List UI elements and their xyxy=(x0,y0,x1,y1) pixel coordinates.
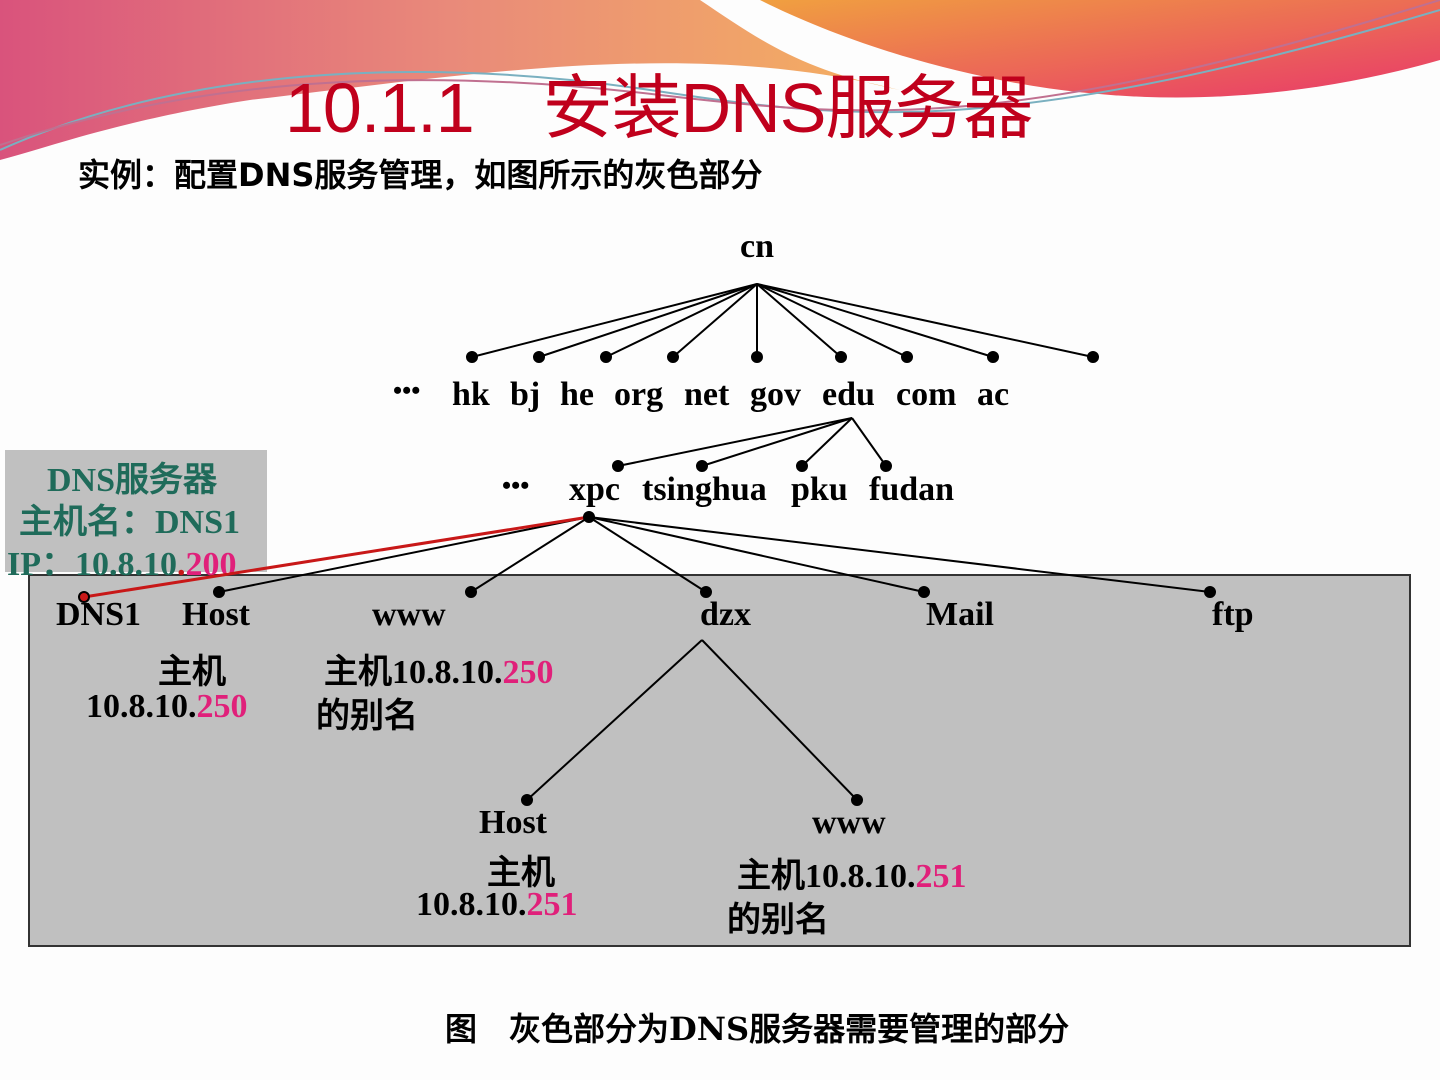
node-dot xyxy=(901,351,913,363)
callout-ip-prefix: IP：10.8.10 xyxy=(7,546,177,583)
tree-edge xyxy=(617,417,853,467)
tree-edge xyxy=(801,417,853,467)
callout-ip-dot: . xyxy=(177,546,186,583)
tree-edge xyxy=(470,516,590,593)
node-dzx-host: Host xyxy=(479,804,547,841)
node-dot xyxy=(918,586,930,598)
host-desc-label: 主机 xyxy=(158,652,226,692)
dns-server-callout: DNS服务器 主机名：DNS1 IP：10.8.10.200 xyxy=(5,450,267,583)
tree-edge xyxy=(588,516,1211,593)
node-dot xyxy=(213,586,225,598)
tree-edge xyxy=(756,283,1094,358)
alias-suffix: 251 xyxy=(915,858,967,895)
node-cn: cn xyxy=(740,228,774,265)
tree-edge xyxy=(605,283,758,358)
www2-desc-line2: 的别名 xyxy=(727,902,829,939)
node-dot xyxy=(880,460,892,472)
slide-title: 10.1.1 安装DNS服务器 xyxy=(285,69,1033,147)
slide-header-decoration xyxy=(0,0,1440,160)
tree-edge xyxy=(701,417,853,467)
node-fudan: fudan xyxy=(869,471,955,508)
ip-suffix: 251 xyxy=(526,886,578,923)
tree-edge xyxy=(672,283,758,358)
tree-edge xyxy=(218,516,590,593)
node-ac: ac xyxy=(977,376,1010,413)
node-dzx: dzx xyxy=(700,596,751,633)
slide-subtitle: 实例：配置DNS服务管理，如图所示的灰色部分 xyxy=(78,156,763,194)
managed-zone-area xyxy=(28,574,1411,947)
node-dot xyxy=(1204,586,1216,598)
www-desc: 主机10.8.10.250 xyxy=(324,644,554,693)
dns-link-edge xyxy=(83,515,590,599)
callout-line1: DNS服务器 xyxy=(47,462,218,499)
node-dot xyxy=(751,351,763,363)
node-mail: Mail xyxy=(926,596,994,633)
node-edu: edu xyxy=(822,376,875,413)
alias-prefix: 主机10.8.10. xyxy=(737,858,916,895)
ellipsis-level1: ••• xyxy=(393,376,421,405)
tree-edge xyxy=(851,417,887,467)
node-org: org xyxy=(614,376,664,413)
tree-edge xyxy=(588,516,925,593)
node-host: Host xyxy=(182,596,250,633)
node-dzx-www: www xyxy=(812,804,886,841)
node-dot xyxy=(533,351,545,363)
tree-edge xyxy=(756,283,842,358)
node-dot xyxy=(851,794,863,806)
node-dot xyxy=(987,351,999,363)
node-dot xyxy=(1087,351,1099,363)
www2-desc: 主机10.8.10.251 xyxy=(737,848,967,897)
node-bj: bj xyxy=(510,376,541,413)
node-xpc: xpc xyxy=(569,471,620,508)
xpc-dot xyxy=(583,511,595,523)
node-dns1: DNS1 xyxy=(56,596,142,633)
callout-ip: IP：10.8.10.200 xyxy=(7,536,237,585)
ip-suffix: 250 xyxy=(196,688,248,725)
node-tsinghua: tsinghua xyxy=(642,471,767,508)
node-dot xyxy=(700,586,712,598)
alias-prefix: 主机10.8.10. xyxy=(324,654,503,691)
node-www: www xyxy=(372,596,446,633)
node-dot xyxy=(466,351,478,363)
callout-line2: 主机名：DNS1 xyxy=(19,504,241,541)
tree-edge xyxy=(526,639,703,801)
node-net: net xyxy=(684,376,730,413)
tree-edge xyxy=(756,283,908,358)
node-com: com xyxy=(896,376,957,413)
figure-caption: 图 灰色部分为DNS服务器需要管理的部分 xyxy=(445,1010,1070,1048)
tree-edge xyxy=(538,283,758,358)
ellipsis-level2: ••• xyxy=(502,471,530,500)
ip-prefix: 10.8.10. xyxy=(416,886,527,923)
tree-edge xyxy=(471,283,758,358)
www-desc-line2: 的别名 xyxy=(316,698,418,735)
node-dot xyxy=(465,586,477,598)
node-gov: gov xyxy=(750,376,801,413)
node-he: he xyxy=(560,376,594,413)
node-dot xyxy=(835,351,847,363)
tree-edge xyxy=(588,516,707,593)
node-dot xyxy=(667,351,679,363)
tree-edge xyxy=(756,283,994,358)
dns1-dot xyxy=(78,591,90,603)
node-pku: pku xyxy=(791,471,848,508)
node-dot xyxy=(612,460,624,472)
node-dot xyxy=(696,460,708,472)
host-desc-ip: 10.8.10.250 xyxy=(86,688,248,726)
node-dot xyxy=(521,794,533,806)
node-hk: hk xyxy=(452,376,490,413)
tree-edge xyxy=(701,639,858,801)
node-ftp: ftp xyxy=(1212,596,1254,633)
node-dot xyxy=(600,351,612,363)
ip-prefix: 10.8.10. xyxy=(86,688,197,725)
alias-suffix: 250 xyxy=(502,654,554,691)
host2-desc-ip: 10.8.10.251 xyxy=(416,886,578,924)
node-dot xyxy=(796,460,808,472)
host2-desc-label: 主机 xyxy=(487,855,555,892)
